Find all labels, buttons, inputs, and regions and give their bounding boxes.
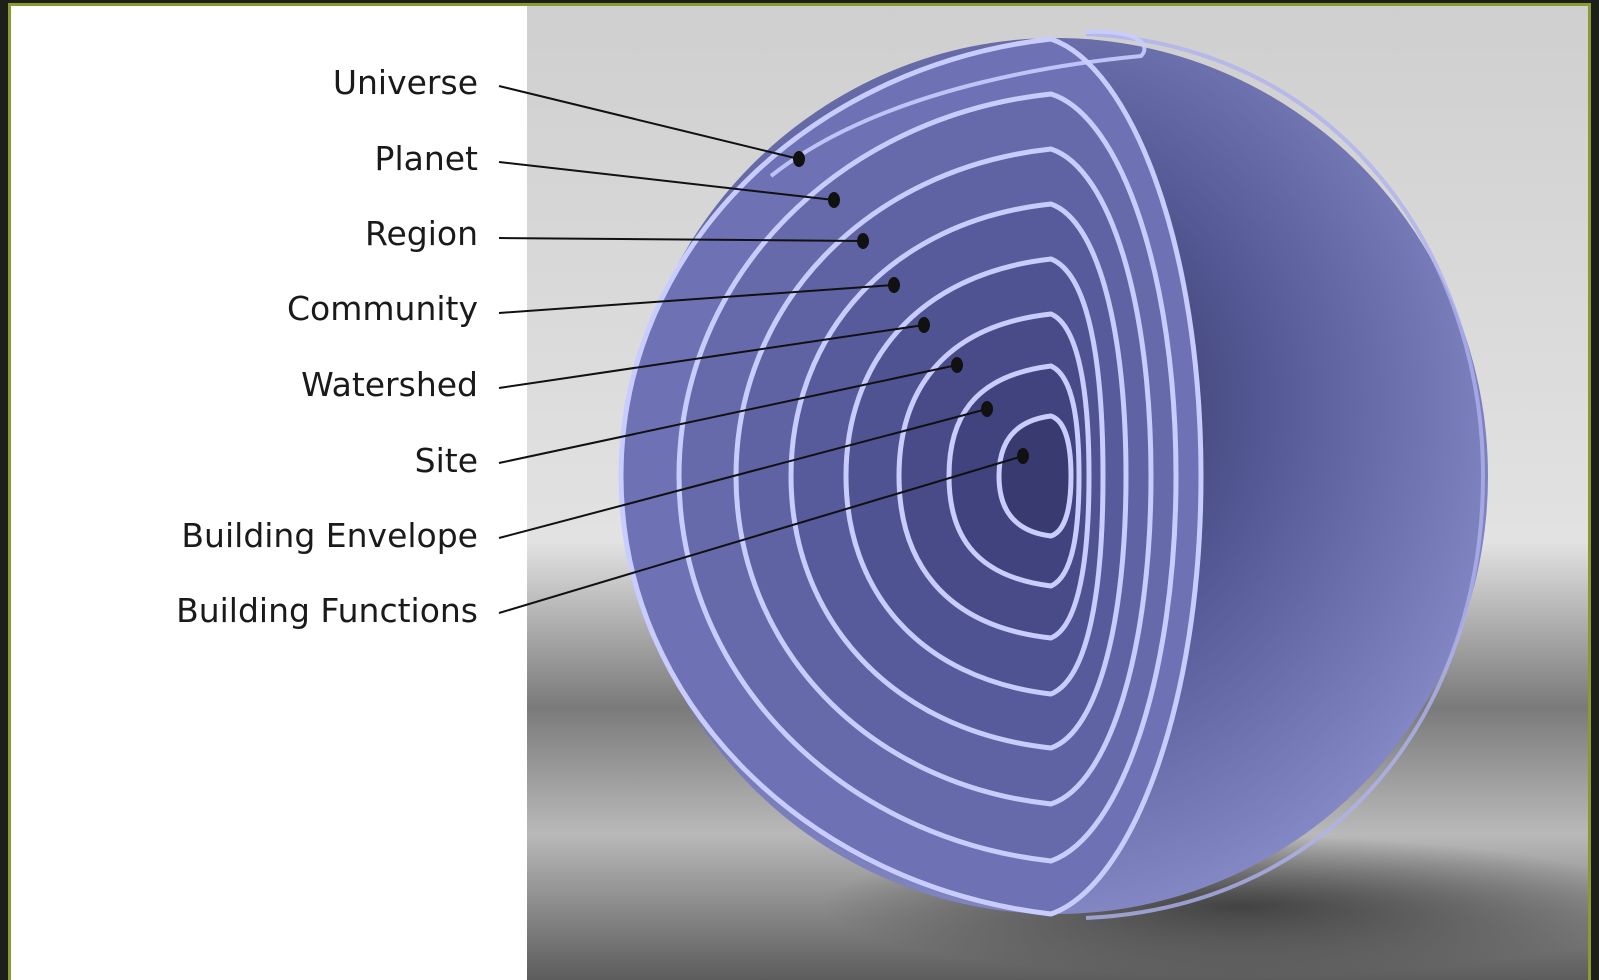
ring-building-functions [999, 416, 1071, 536]
label-watershed: Watershed [301, 365, 478, 404]
label-planet: Planet [375, 139, 479, 178]
label-region: Region [365, 214, 478, 253]
leader-dot-community [888, 277, 900, 293]
leader-dot-site [951, 357, 963, 373]
frame-border-right [1588, 3, 1591, 980]
label-site: Site [415, 441, 478, 480]
leader-dot-region [857, 233, 869, 249]
label-community: Community [287, 289, 478, 328]
label-building-functions: Building Functions [176, 591, 478, 630]
nested-spheres-diagram: Universe Planet Region Community Watersh… [11, 6, 1588, 980]
leader-dot-watershed [918, 317, 930, 333]
label-universe: Universe [333, 63, 478, 102]
leader-dot-planet [828, 192, 840, 208]
leader-dot-building-functions [1017, 448, 1029, 464]
label-building-envelope: Building Envelope [181, 516, 478, 555]
leader-dot-universe [793, 151, 805, 167]
diagram-canvas: Universe Planet Region Community Watersh… [11, 6, 1588, 980]
leader-dot-building-envelope [981, 401, 993, 417]
